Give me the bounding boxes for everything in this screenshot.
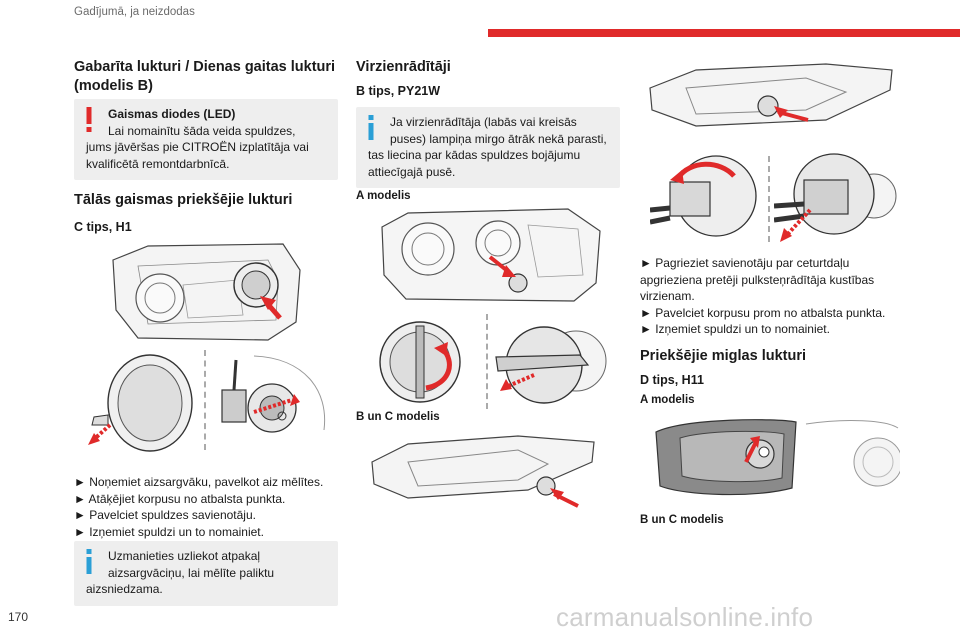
step-1: ► Noņemiet aizsargvāku, pavelkot aiz mēl… bbox=[74, 475, 324, 489]
figure-divider bbox=[768, 156, 770, 242]
info-text-first: Ja virzienrādītāja (labās vai kreisās bbox=[390, 115, 577, 129]
fog-lamp-illustration bbox=[655, 419, 900, 496]
step-3: ► Pavelciet spuldzes savienotāju. bbox=[74, 508, 256, 522]
info-icon bbox=[84, 549, 94, 580]
warning-title: Gaismas diodes (LED) bbox=[108, 107, 236, 121]
warning-text-rest: jums jāvēršas pie CITROËN izplatītāja va… bbox=[86, 140, 309, 171]
warning-text-first: Lai nomainītu šāda veida spuldzes, bbox=[108, 123, 296, 138]
subtitle-type-c-h1: C tips, H1 bbox=[74, 220, 132, 234]
section-title-high-beam: Tālās gaismas priekšējie lukturi bbox=[74, 192, 293, 208]
warning-exclamation-icon bbox=[84, 107, 94, 138]
step-3: ► Izņemiet spuldzi un to nomainiet. bbox=[640, 322, 830, 336]
figure-divider bbox=[204, 350, 206, 450]
section-title-fog-lights: Priekšējie miglas lukturi bbox=[640, 348, 807, 364]
indicator-headlamp-illustration bbox=[381, 208, 601, 302]
subtitle-type-b-py21w: B tips, PY21W bbox=[356, 84, 441, 98]
model-bc-label: B un C modelis bbox=[640, 514, 724, 526]
warning-box-led: Gaismas diodes (LED) Lai nomainītu šāda … bbox=[74, 99, 338, 180]
protective-cover-illustration bbox=[88, 354, 193, 452]
model-a-label: A modelis bbox=[356, 190, 411, 202]
section-title-side-lights: Gabarīta lukturi / Dienas gaitas lukturi… bbox=[74, 59, 336, 94]
model-bc-label: B un C modelis bbox=[356, 411, 440, 423]
headlamp-rear-illustration bbox=[112, 243, 301, 341]
steps-list-high-beam: ► Noņemiet aizsargvāku, pavelkot aiz mēl… bbox=[74, 474, 344, 540]
info-box-cover: Uzmanieties uzliekot atpakaļ aizsargvāci… bbox=[74, 541, 338, 606]
step-4: ► Izņemiet spuldzi un to nomainiet. bbox=[74, 524, 264, 539]
steps-list-indicator: ► Pagrieziet savienotāju par ceturtdaļu … bbox=[640, 255, 902, 338]
page-number: 170 bbox=[8, 610, 29, 624]
bulb-connector-illustration bbox=[221, 355, 326, 433]
figure-divider bbox=[486, 314, 488, 409]
bulb-holder-rotate-illustration bbox=[379, 321, 461, 403]
info-text-first: Uzmanieties uzliekot atpakaļ bbox=[108, 549, 261, 563]
step-1: ► Pagrieziet savienotāju par ceturtdaļu … bbox=[640, 256, 875, 303]
model-a-label: A modelis bbox=[640, 394, 695, 406]
indicator-headlamp-bc-illustration bbox=[371, 435, 595, 508]
step-2: ► Pavelciet korpusu prom no atbalsta pun… bbox=[640, 305, 886, 320]
watermark: carmanualsonline.info bbox=[556, 602, 814, 632]
info-text-rest: aizsniedzama. bbox=[86, 582, 163, 596]
bulb-holder-remove-illustration bbox=[495, 326, 607, 404]
info-box-indicator: Ja virzienrādītāja (labās vai kreisās pu… bbox=[356, 107, 620, 188]
subtitle-type-d-h11: D tips, H11 bbox=[640, 373, 704, 387]
info-text-rest: tas liecina par kādas spuldzes bojājumu … bbox=[368, 148, 581, 179]
section-title-indicators: Virzienrādītāji bbox=[356, 59, 451, 75]
running-header: Gadījumā, ja neizdodas bbox=[74, 6, 195, 18]
connector-rotate-illustration bbox=[650, 155, 757, 237]
indicator-connector-illustration bbox=[649, 63, 893, 127]
info-icon bbox=[366, 115, 376, 146]
info-text-second: aizsargvāciņu, lai mēlīte paliktu bbox=[108, 565, 275, 580]
connector-remove-illustration bbox=[774, 153, 897, 242]
header-accent-bar bbox=[488, 29, 960, 37]
info-text-second: puses) lampiņa mirgo ātrāk nekā parasti, bbox=[390, 131, 607, 146]
step-2: ► Atāķējiet korpusu no atbalsta punkta. bbox=[74, 491, 286, 506]
